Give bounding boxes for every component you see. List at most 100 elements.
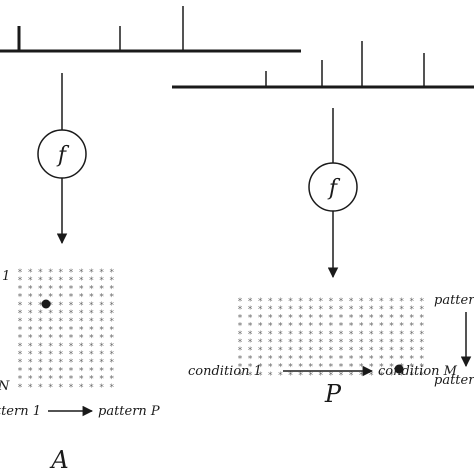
matrix-entry: * xyxy=(99,309,104,319)
matrix-entry: * xyxy=(288,338,293,348)
matrix-entry: * xyxy=(349,363,354,373)
matrix-entry: * xyxy=(248,346,253,356)
matrix-entry: * xyxy=(48,358,53,368)
matrix-entry: * xyxy=(99,366,104,376)
matrix-entry: * xyxy=(399,297,404,307)
matrix-entry: * xyxy=(420,297,425,307)
matrix-entry: * xyxy=(329,297,334,307)
matrix-entry: * xyxy=(389,354,394,364)
matrix-entry: * xyxy=(79,358,84,368)
matrix-entry: * xyxy=(18,301,23,311)
matrix-entry: * xyxy=(48,276,53,286)
matrix-entry: * xyxy=(359,346,364,356)
matrix-entry: * xyxy=(110,301,115,311)
matrix-entry: * xyxy=(308,330,313,340)
matrix-entry: * xyxy=(369,297,374,307)
matrix-entry: * xyxy=(399,322,404,332)
matrix-entry: * xyxy=(258,297,263,307)
matrix-entry: * xyxy=(420,305,425,315)
matrix-entry: * xyxy=(48,375,53,385)
left-function-node: f xyxy=(37,129,87,179)
matrix-entry: * xyxy=(110,342,115,352)
matrix-entry: * xyxy=(359,363,364,373)
matrix-entry: * xyxy=(298,297,303,307)
matrix-entry: * xyxy=(258,363,263,373)
matrix-entry: * xyxy=(110,383,115,393)
matrix-entry: * xyxy=(409,346,414,356)
matrix-entry: * xyxy=(69,325,74,335)
matrix-entry: * xyxy=(329,346,334,356)
matrix-entry: * xyxy=(28,358,33,368)
left-panel: f * * * * * * * * * * * * * * * * * * * * * * * * * * * * * * * * * * * * * *… xyxy=(0,6,301,474)
matrix-entry: * xyxy=(28,325,33,335)
matrix-entry: * xyxy=(38,325,43,335)
matrix-entry: * xyxy=(379,354,384,364)
matrix-entry: * xyxy=(409,297,414,307)
matrix-entry: * xyxy=(28,375,33,385)
matrix-entry: * xyxy=(278,322,283,332)
matrix-entry: * xyxy=(79,325,84,335)
matrix-entry: * xyxy=(38,383,43,393)
matrix-entry: * xyxy=(48,293,53,303)
left-matrix-label: A xyxy=(49,446,68,474)
matrix-entry: * xyxy=(38,284,43,294)
matrix-entry: * xyxy=(389,297,394,307)
matrix-entry: * xyxy=(389,313,394,323)
matrix-entry: * xyxy=(38,309,43,319)
matrix-entry: * xyxy=(319,297,324,307)
matrix-entry: * xyxy=(420,346,425,356)
matrix-entry: * xyxy=(339,371,344,381)
right-selected-dot xyxy=(394,364,404,374)
matrix-entry: * xyxy=(369,305,374,315)
matrix-entry: * xyxy=(420,313,425,323)
matrix-entry: * xyxy=(28,301,33,311)
matrix-entry: * xyxy=(28,293,33,303)
matrix-entry: * xyxy=(369,346,374,356)
matrix-entry: * xyxy=(369,338,374,348)
matrix-entry: * xyxy=(420,338,425,348)
matrix-entry: * xyxy=(308,363,313,373)
matrix-entry: * xyxy=(248,305,253,315)
matrix-entry: * xyxy=(238,354,243,364)
matrix-entry: * xyxy=(349,338,354,348)
matrix-entry: * xyxy=(89,268,94,278)
matrix-entry: * xyxy=(329,305,334,315)
matrix-entry: * xyxy=(379,330,384,340)
matrix-entry: * xyxy=(18,350,23,360)
matrix-entry: * xyxy=(38,342,43,352)
matrix-entry: * xyxy=(339,354,344,364)
matrix-entry: * xyxy=(28,276,33,286)
matrix-entry: * xyxy=(79,268,84,278)
matrix-entry: * xyxy=(379,305,384,315)
matrix-entry: * xyxy=(89,309,94,319)
matrix-entry: * xyxy=(278,354,283,364)
matrix-entry: * xyxy=(298,354,303,364)
matrix-entry: * xyxy=(288,313,293,323)
matrix-entry: * xyxy=(268,305,273,315)
matrix-entry: * xyxy=(59,268,64,278)
matrix-entry: * xyxy=(319,371,324,381)
matrix-entry: * xyxy=(28,334,33,344)
matrix-entry: * xyxy=(99,317,104,327)
right-col-end-label: condition M xyxy=(378,364,458,379)
right-spike-train xyxy=(172,41,474,89)
matrix-entry: * xyxy=(28,317,33,327)
matrix-entry: * xyxy=(238,322,243,332)
matrix-entry: * xyxy=(59,284,64,294)
matrix-entry: * xyxy=(110,317,115,327)
matrix-entry: * xyxy=(268,313,273,323)
matrix-entry: * xyxy=(319,313,324,323)
matrix-entry: * xyxy=(79,284,84,294)
left-row-top-label: 1 xyxy=(2,269,10,284)
matrix-entry: * xyxy=(399,305,404,315)
matrix-entry: * xyxy=(110,284,115,294)
matrix-entry: * xyxy=(349,354,354,364)
matrix-entry: * xyxy=(288,346,293,356)
matrix-entry: * xyxy=(28,284,33,294)
matrix-entry: * xyxy=(48,301,53,311)
matrix-entry: * xyxy=(69,350,74,360)
matrix-entry: * xyxy=(359,297,364,307)
matrix-entry: * xyxy=(79,350,84,360)
matrix-entry: * xyxy=(339,363,344,373)
matrix-entry: * xyxy=(38,317,43,327)
